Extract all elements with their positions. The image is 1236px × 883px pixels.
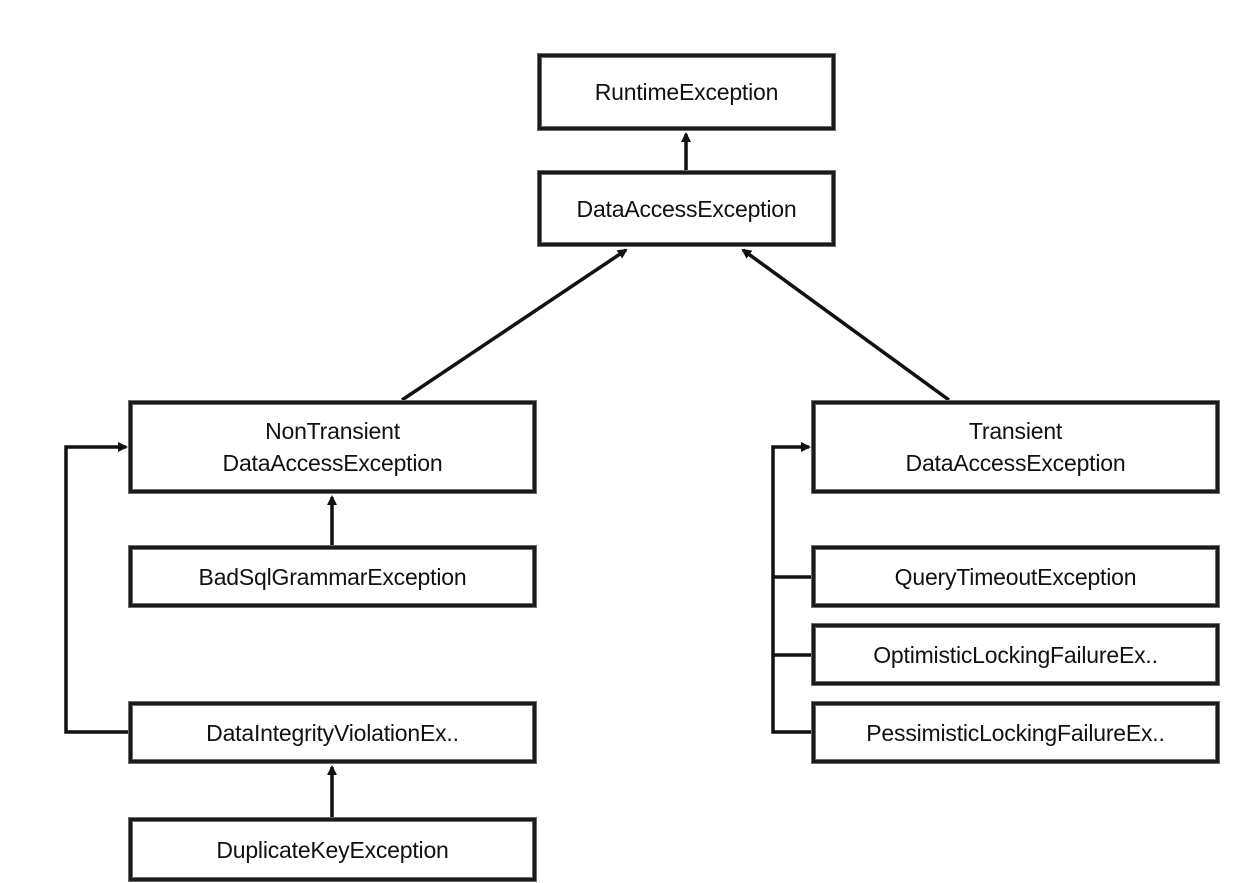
node-label-line2: DataAccessException [905, 450, 1126, 476]
node-label: OptimisticLockingFailureEx.. [873, 641, 1158, 668]
node-duplicate-key-exception: DuplicateKeyException [129, 818, 536, 881]
node-query-timeout-exception: QueryTimeoutException [812, 546, 1219, 607]
edge-nontransient-to-dae [401, 248, 628, 402]
node-label: BadSqlGrammarException [198, 563, 467, 590]
node-runtime-exception: RuntimeException [538, 54, 835, 130]
node-label: DataIntegrityViolationEx.. [206, 719, 459, 746]
node-label-line2: DataAccessException [222, 450, 443, 476]
node-label-line1: Transient [968, 418, 1063, 444]
node-pessimistic-locking-failure-exception: PessimisticLockingFailureEx.. [812, 702, 1219, 763]
node-non-transient-data-access-exception: NonTransient DataAccessException [129, 401, 536, 493]
node-data-integrity-violation-exception: DataIntegrityViolationEx.. [129, 702, 536, 763]
node-label: PessimisticLockingFailureEx.. [866, 719, 1165, 746]
node-label: RuntimeException [594, 79, 779, 105]
node-optimistic-locking-failure-exception: OptimisticLockingFailureEx.. [812, 624, 1219, 685]
node-label: DataAccessException [576, 195, 797, 222]
edge-integrity-to-nontransient [64, 442, 129, 734]
node-data-access-exception: DataAccessException [538, 171, 835, 246]
node-label-line1: NonTransient [265, 418, 400, 444]
edge-transient-group-bracket [771, 442, 812, 734]
node-label: DuplicateKeyException [216, 836, 449, 863]
node-transient-data-access-exception: Transient DataAccessException [812, 401, 1219, 493]
node-bad-sql-grammar-exception: BadSqlGrammarException [129, 546, 536, 607]
edge-transient-to-dae [741, 248, 951, 402]
node-label: QueryTimeoutException [894, 563, 1137, 590]
